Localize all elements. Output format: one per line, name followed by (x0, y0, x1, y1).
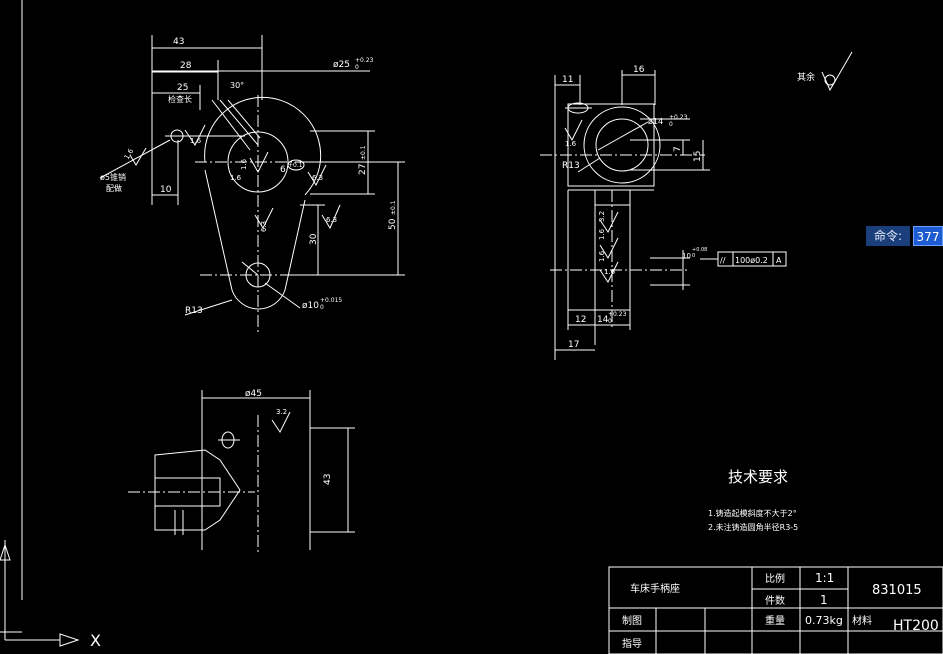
top-view (128, 390, 355, 555)
side-rough-1: 1.6 (565, 140, 577, 148)
front-dim-50: 50 (388, 218, 398, 230)
front-rough-6: 6.3 (260, 221, 268, 232)
side-dim-15: 15 (693, 151, 703, 162)
front-dim-6-tol: +0.1 (288, 162, 303, 169)
front-dia5: ø5锥销 (100, 172, 126, 182)
tb-part-name: 车床手柄座 (630, 582, 680, 595)
side-dim-12: 12 (575, 315, 586, 325)
tb-drawn-label: 制图 (622, 614, 642, 627)
front-dim-27: 27 (358, 164, 368, 175)
front-rough-7: 1.6 (230, 174, 242, 182)
ucs-icon (0, 540, 80, 647)
side-dim-14: 14 (597, 315, 609, 325)
surface-note-label: 其余 (797, 71, 815, 83)
front-dim-25: 25 (177, 83, 188, 93)
side-dim-10-tol: +0.08 (692, 247, 707, 253)
side-view (540, 70, 787, 360)
side-rough-2: 1.6 (598, 228, 606, 240)
front-dim-10: 10 (160, 185, 172, 195)
side-rough-3: 1.6 (598, 250, 606, 262)
front-dim-43: 43 (173, 37, 184, 47)
side-parallel-tol: 100ø0.2 (735, 256, 768, 265)
front-dim-28: 28 (180, 61, 192, 71)
front-dia10-tol2: 0 (320, 304, 324, 311)
side-dia14-tol2: 0 (669, 121, 673, 128)
side-parallel-sym: // (720, 256, 726, 265)
front-angle-30: 30° (230, 81, 244, 90)
top-dim-43: 43 (323, 474, 333, 485)
front-r13: R13 (185, 306, 203, 316)
tb-scale-label: 比例 (765, 572, 785, 585)
tb-qty-label: 件数 (765, 594, 785, 607)
side-dim-14-tol2: 0 (608, 318, 612, 325)
tb-material-value: HT200 (893, 618, 939, 634)
front-dia10: ø10 (302, 301, 319, 311)
front-dia10-tol: +0.015 (320, 297, 342, 304)
side-dim-14-tol: +0.23 (608, 311, 627, 318)
tb-material-label: 材料 (852, 614, 872, 627)
tb-scale-value: 1:1 (815, 571, 834, 585)
side-rough-4: 3.2 (598, 211, 606, 222)
command-label: 命令: (866, 226, 910, 246)
surface-note-symbol (821, 51, 853, 92)
front-rough-4: 6.3 (312, 174, 323, 182)
tech-req-title: 技术要求 (728, 468, 788, 486)
side-rough-5: 1.6 (604, 268, 616, 276)
side-dim-7: 7 (673, 146, 683, 152)
tb-drawing-no: 831015 (872, 583, 922, 598)
tb-weight-value: 0.73kg (805, 614, 843, 627)
front-rough-2: 1.6 (240, 158, 248, 170)
front-rough-1: 1.6 (190, 137, 202, 145)
tb-checked-label: 指导 (622, 637, 642, 650)
front-dia25: ø25 (333, 60, 350, 70)
command-input[interactable]: 377 (913, 226, 943, 246)
top-dia45: ø45 (245, 389, 262, 399)
front-view (99, 35, 405, 335)
tech-req-item-2: 2.未注铸造圆角半径R3-5 (708, 522, 798, 532)
side-dim-17: 17 (568, 340, 579, 350)
front-dia25-tol: +0.23 (355, 57, 374, 64)
front-dim-30: 30 (309, 233, 319, 245)
front-rough-3: 1.6 (123, 147, 136, 161)
top-rough: 3.2 (276, 408, 287, 416)
side-dim-10-tol2: 0 (692, 253, 695, 259)
front-rough-5: 6.3 (326, 216, 337, 224)
side-dia14-tol: +0.23 (669, 114, 688, 121)
side-dim-16: 16 (633, 65, 645, 75)
front-dia25-tol2: 0 (355, 64, 359, 71)
side-dim-10: 10 (682, 252, 691, 260)
front-dia5-note: 配做 (106, 183, 122, 193)
ucs-x-label: X (90, 631, 101, 650)
front-dim-50-tol: ±0.1 (390, 200, 397, 215)
side-dia14: ø14 (648, 117, 663, 126)
tb-weight-label: 重量 (765, 614, 785, 627)
front-dim-27-tol: ±0.1 (360, 145, 367, 160)
side-dim-11: 11 (562, 75, 573, 85)
side-r13: R13 (562, 161, 580, 171)
side-datum: A (776, 256, 782, 265)
tech-req-item-1: 1.铸造起模斜度不大于2° (708, 508, 797, 518)
front-dim-6: 6 (280, 165, 286, 175)
tb-qty-value: 1 (820, 593, 828, 607)
front-check-length: 检查长 (168, 94, 192, 104)
title-block (608, 566, 943, 654)
